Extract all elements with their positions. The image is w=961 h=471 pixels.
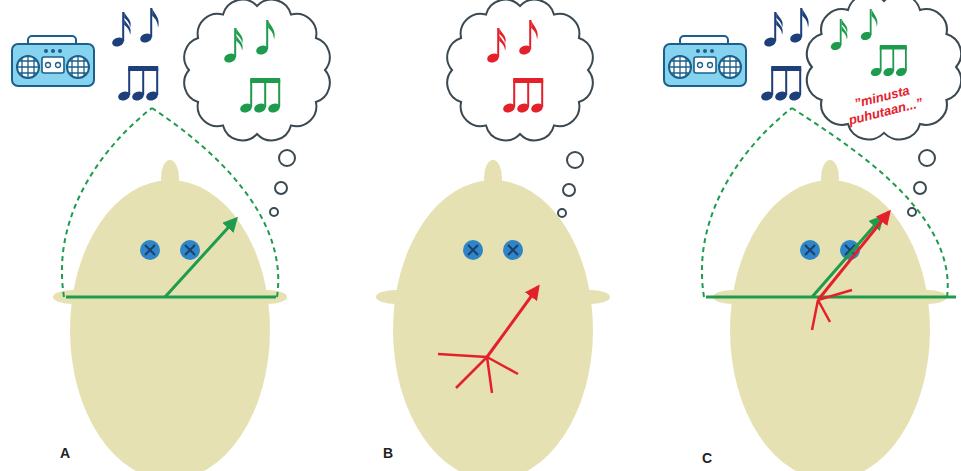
thought-text: ”minusta puhutaan...” xyxy=(832,78,936,131)
panel-letter: C xyxy=(702,451,712,465)
radio xyxy=(12,36,94,86)
panel-letter: B xyxy=(383,446,393,460)
thought-bubble: ”minusta puhutaan...” xyxy=(834,76,934,134)
panel-letter: A xyxy=(60,446,70,460)
